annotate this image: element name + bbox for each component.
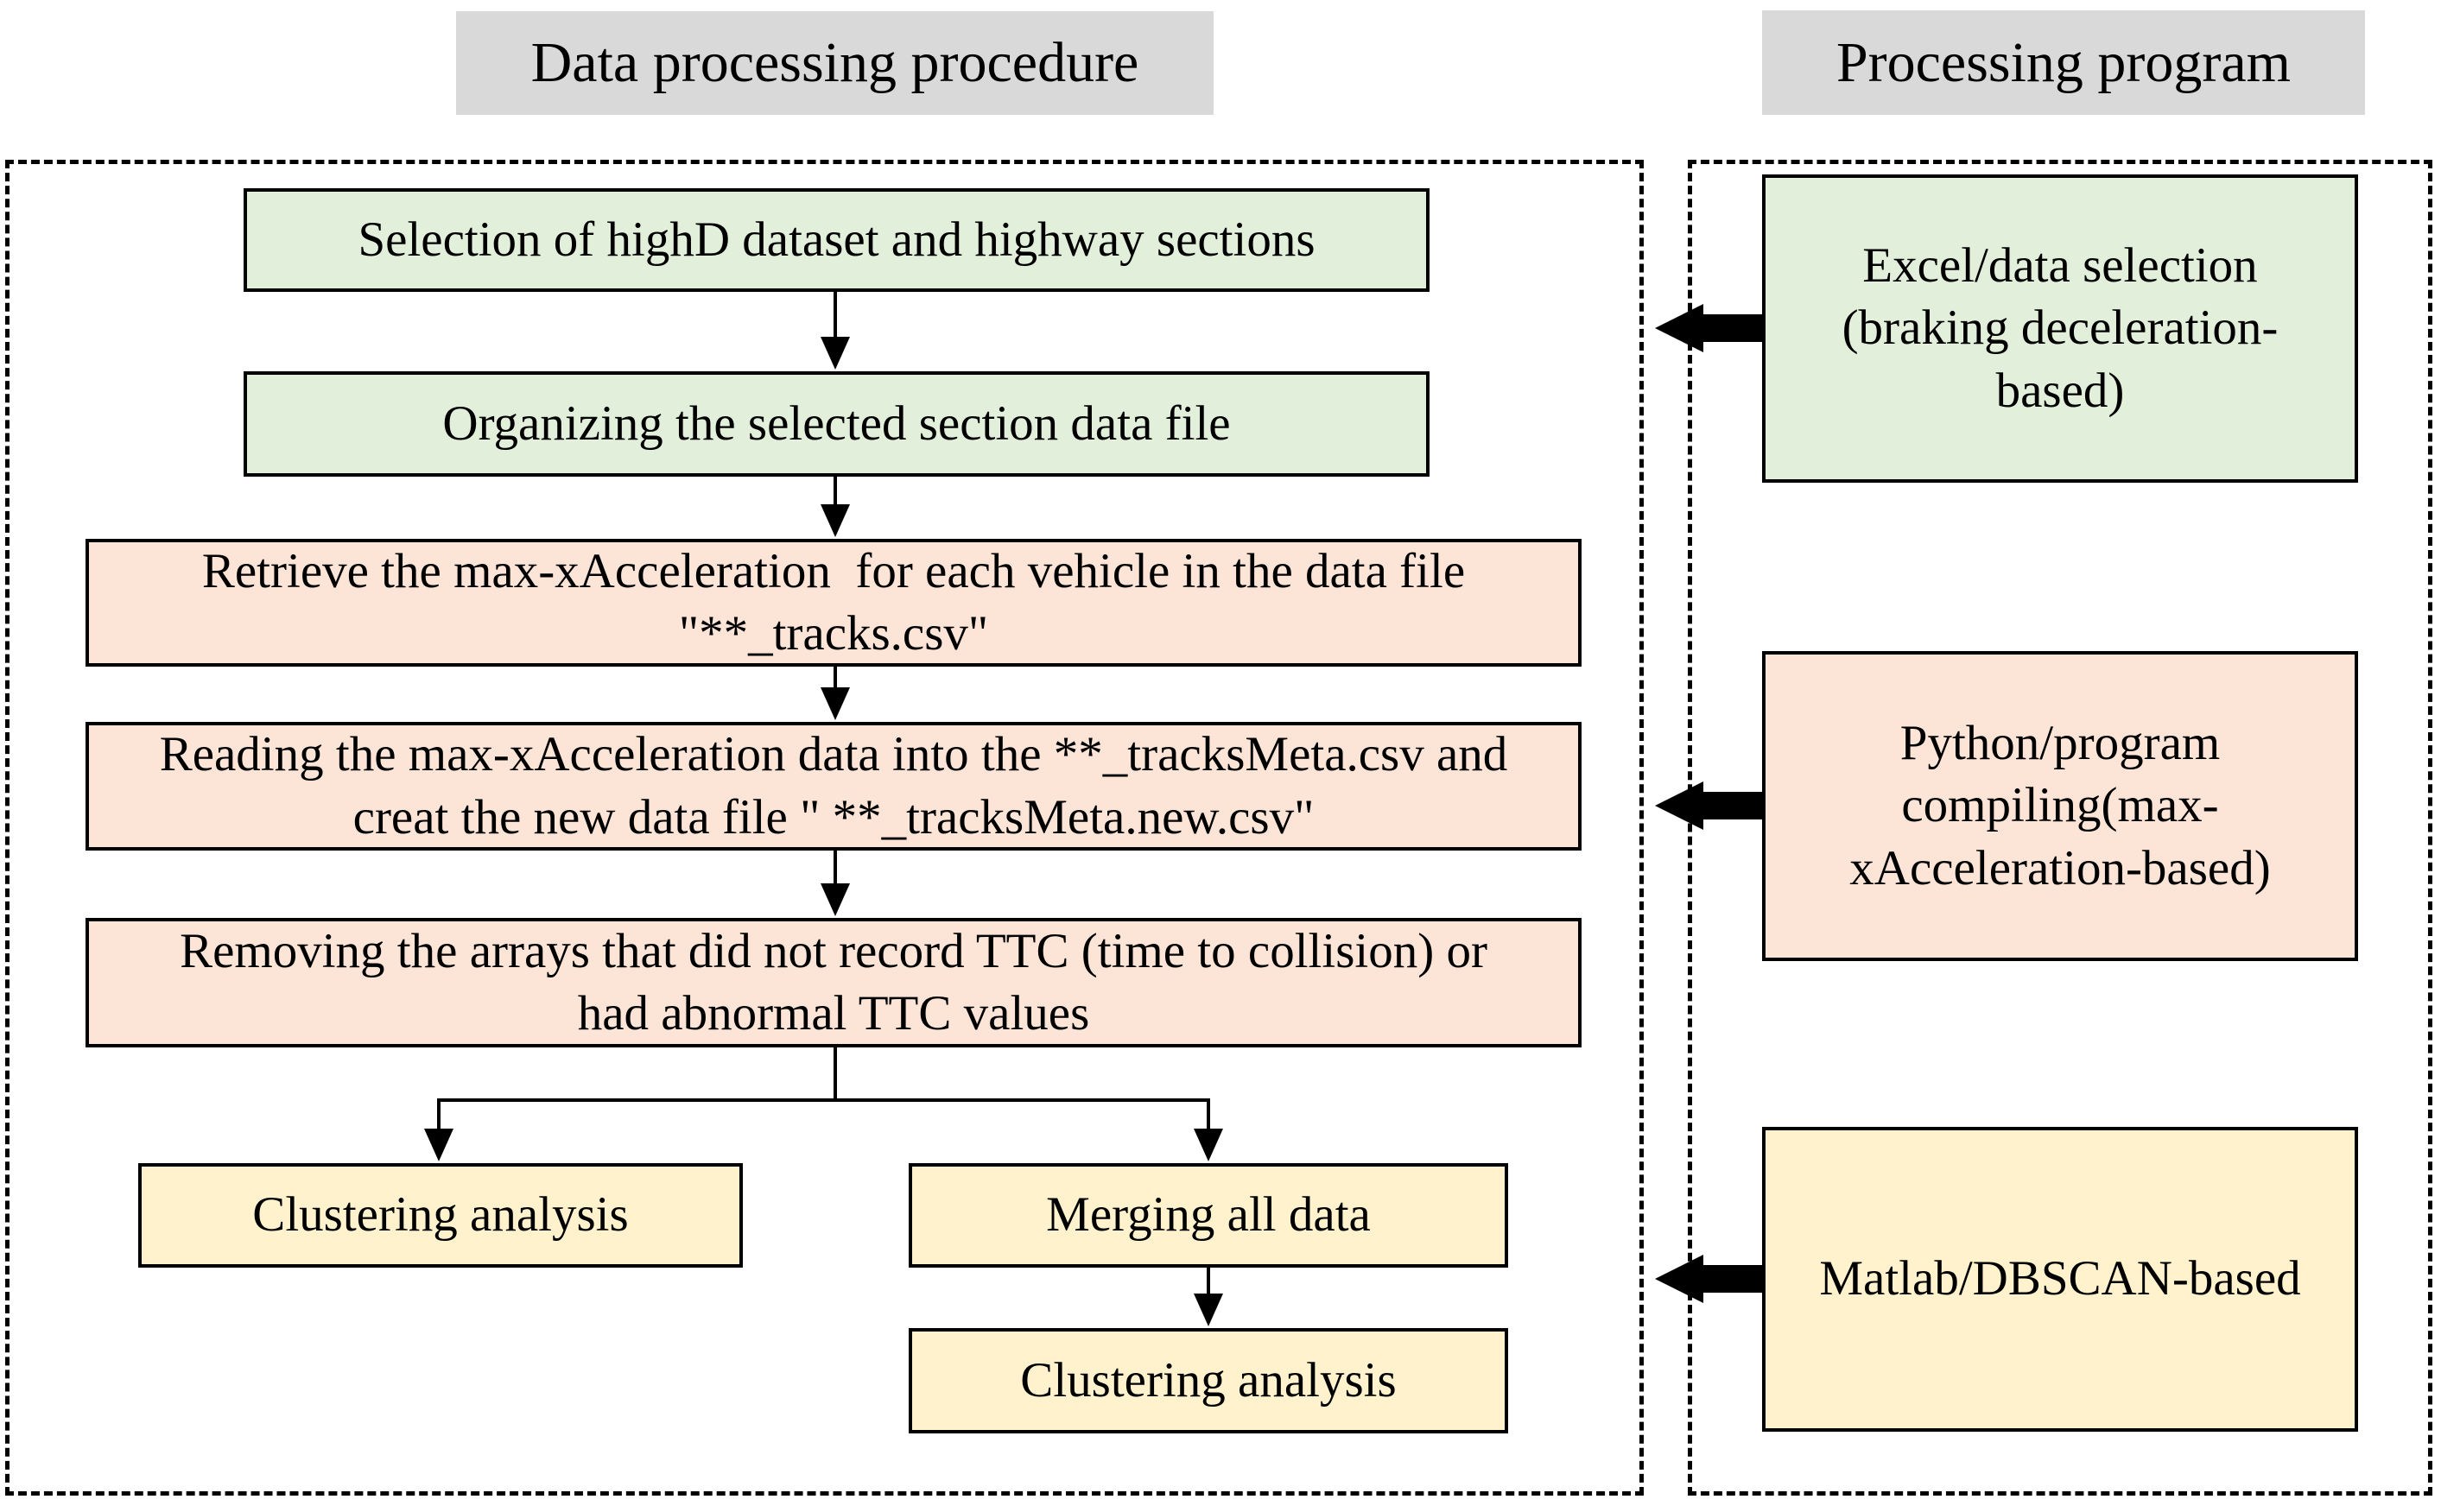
program-python: Python/program compiling(max- xAccelerat… — [1762, 651, 2358, 961]
step-merging-all-data: Merging all data — [909, 1163, 1508, 1268]
program-excel: Excel/data selection (braking decelerati… — [1762, 174, 2358, 483]
left-column-title: Data processing procedure — [456, 11, 1214, 115]
right-column-title: Processing program — [1762, 10, 2365, 115]
step-clustering-analysis-right: Clustering analysis — [909, 1328, 1508, 1433]
step-selection-dataset: Selection of highD dataset and highway s… — [244, 188, 1430, 292]
step-organizing-data-file: Organizing the selected section data fil… — [244, 371, 1430, 477]
step-clustering-analysis-left: Clustering analysis — [138, 1163, 743, 1268]
step-retrieve-max-xacceleration: Retrieve the max-xAcceleration for each … — [86, 539, 1582, 667]
program-matlab: Matlab/DBSCAN-based — [1762, 1127, 2358, 1432]
procedure-panel — [5, 160, 1644, 1496]
step-reading-tracksmeta: Reading the max-xAcceleration data into … — [86, 722, 1582, 851]
step-removing-ttc-arrays: Removing the arrays that did not record … — [86, 918, 1582, 1047]
